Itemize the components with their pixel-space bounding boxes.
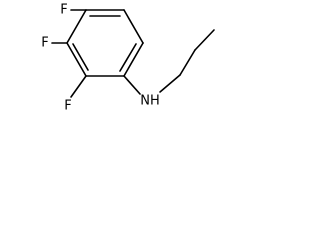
atom-label-nh: NH	[140, 94, 160, 109]
molecule-structure: F F F NH	[41, 3, 215, 114]
bond-c2-c3	[123, 9, 144, 44]
bond-n-c7	[159, 74, 181, 93]
bond-c3-c4	[123, 42, 144, 77]
bond-c6-c1	[66, 9, 87, 44]
bond-c4-n	[123, 75, 141, 95]
atom-label-f2: F	[64, 99, 71, 114]
double-bond-c3-c4	[119, 43, 137, 72]
bond-c5-f2	[70, 75, 87, 98]
molecule-canvas: F F F NH	[0, 0, 218, 136]
atom-label-f4: F	[60, 3, 67, 18]
double-bond-c5-c6	[72, 43, 89, 71]
bond-c7-c8	[179, 49, 196, 76]
atom-label-f3: F	[41, 36, 48, 51]
bond-c5-c6	[66, 42, 87, 77]
bond-c8-c9	[194, 29, 215, 51]
